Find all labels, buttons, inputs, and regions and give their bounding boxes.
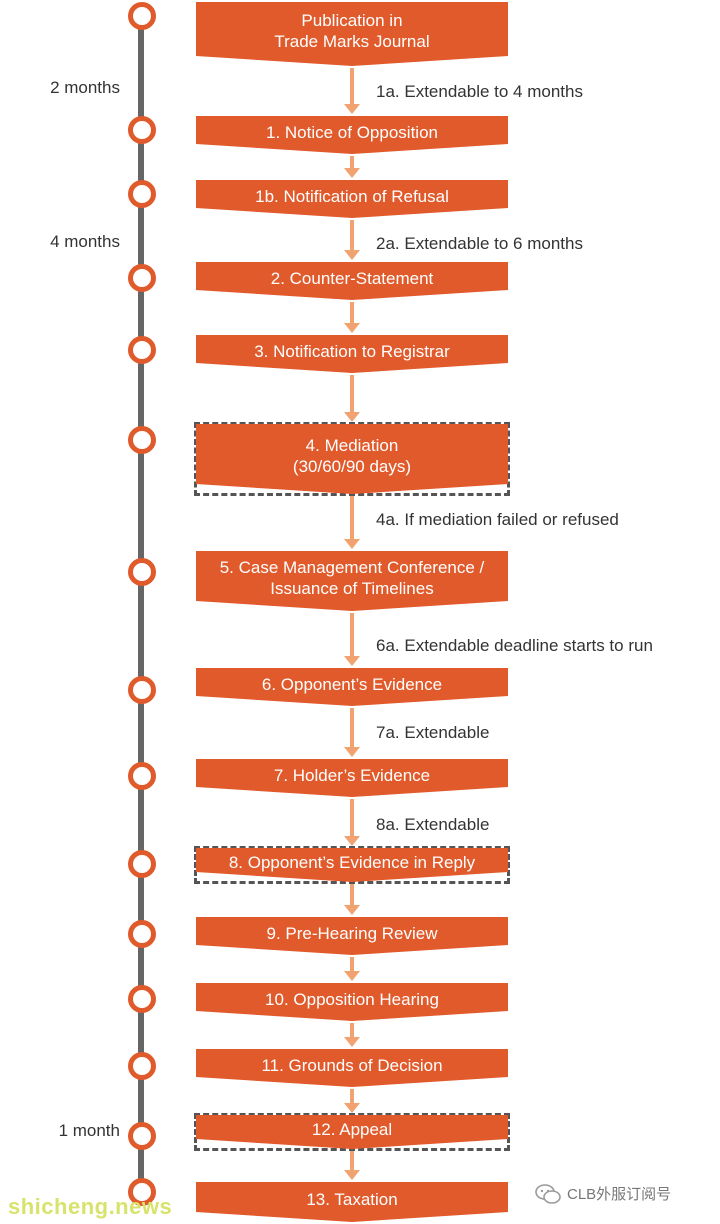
step-publication-label: Publication in Trade Marks Journal (274, 11, 430, 51)
timeline-node-opponents-evidence (128, 676, 156, 704)
step-taxation: 13. Taxation (196, 1182, 508, 1222)
flow-arrow (344, 1089, 360, 1113)
step-case-management-conference: 5. Case Management Conference / Issuance… (196, 551, 508, 611)
step-opposition-hearing: 10. Opposition Hearing (196, 983, 508, 1021)
arrow-note: 2a. Extendable to 6 months (376, 234, 583, 253)
step-case-management-conference-label: 5. Case Management Conference / Issuance… (219, 558, 485, 598)
step-notice-of-opposition-label: 1. Notice of Opposition (266, 122, 438, 142)
flow-arrow (344, 799, 360, 846)
step-notification-to-registrar: 3. Notification to Registrar (196, 335, 508, 373)
step-grounds-of-decision: 11. Grounds of Decision (196, 1049, 508, 1087)
step-opponents-evidence-in-reply-dashed-border (194, 846, 510, 884)
timeline-node-pre-hearing-review (128, 920, 156, 948)
flow-arrow (344, 884, 360, 915)
timeline-node-notice-of-opposition (128, 116, 156, 144)
step-mediation-dashed-border (194, 422, 510, 496)
timeline-node-notification-of-refusal (128, 180, 156, 208)
step-mediation: 4. Mediation (30/60/90 days) (196, 424, 508, 494)
step-opposition-hearing-label: 10. Opposition Hearing (265, 989, 439, 1009)
flow-arrow (344, 1023, 360, 1047)
step-holders-evidence: 7. Holder’s Evidence (196, 759, 508, 797)
flow-arrow (344, 957, 360, 981)
flow-arrow (344, 68, 360, 114)
duration-label: 4 months (50, 232, 120, 251)
step-notification-to-registrar-label: 3. Notification to Registrar (254, 341, 450, 361)
flow-arrow (344, 156, 360, 178)
timeline-node-grounds-of-decision (128, 1052, 156, 1080)
arrow-note: 4a. If mediation failed or refused (376, 510, 619, 529)
step-notification-of-refusal-label: 1b. Notification of Refusal (255, 186, 449, 206)
step-opponents-evidence-in-reply-label: 8. Opponent’s Evidence in Reply (228, 852, 476, 872)
step-holders-evidence-label: 7. Holder’s Evidence (273, 765, 431, 785)
timeline-line (138, 16, 144, 1196)
wechat-icon (535, 1183, 561, 1204)
timeline-node-holders-evidence (128, 762, 156, 790)
step-notification-of-refusal: 1b. Notification of Refusal (196, 180, 508, 218)
timeline-node-publication (128, 2, 156, 30)
timeline-node-counter-statement (128, 264, 156, 292)
step-publication: Publication in Trade Marks Journal (196, 2, 508, 66)
step-opponents-evidence: 6. Opponent’s Evidence (196, 668, 508, 706)
flow-arrow (344, 1151, 360, 1180)
arrow-note: 6a. Extendable deadline starts to run (376, 636, 653, 655)
watermark-right-label: CLB外服订阅号 (567, 1186, 672, 1203)
watermark-left: shicheng.news (8, 1194, 173, 1219)
arrow-note: 8a. Extendable (376, 815, 490, 834)
step-appeal-dashed-border (194, 1113, 510, 1151)
timeline-node-case-management-conference (128, 558, 156, 586)
step-mediation-label: 4. Mediation (30/60/90 days) (292, 436, 412, 476)
step-appeal-label: 12. Appeal (311, 1119, 393, 1139)
timeline-node-appeal (128, 1122, 156, 1150)
flow-arrow (344, 220, 360, 260)
step-counter-statement-label: 2. Counter-Statement (270, 268, 434, 288)
step-grounds-of-decision-label: 11. Grounds of Decision (261, 1055, 443, 1075)
timeline-node-mediation (128, 426, 156, 454)
step-pre-hearing-review-label: 9. Pre-Hearing Review (266, 923, 438, 943)
timeline-node-opposition-hearing (128, 985, 156, 1013)
step-notice-of-opposition: 1. Notice of Opposition (196, 116, 508, 154)
arrow-note: 1a. Extendable to 4 months (376, 82, 583, 101)
arrow-note: 7a. Extendable (376, 723, 490, 742)
step-taxation-label: 13. Taxation (306, 1189, 398, 1209)
flow-arrow (344, 302, 360, 333)
flow-arrow (344, 708, 360, 757)
step-counter-statement: 2. Counter-Statement (196, 262, 508, 300)
duration-label: 2 months (50, 78, 120, 97)
timeline-node-notification-to-registrar (128, 336, 156, 364)
timeline-node-taxation (128, 1178, 156, 1206)
watermark-right: CLB外服订阅号 (535, 1183, 671, 1204)
timeline-node-opponents-evidence-in-reply (128, 850, 156, 878)
flow-arrow (344, 375, 360, 422)
flow-arrow (344, 496, 360, 549)
step-opponents-evidence-label: 6. Opponent’s Evidence (261, 674, 443, 694)
step-pre-hearing-review: 9. Pre-Hearing Review (196, 917, 508, 955)
duration-label: 1 month (58, 1121, 120, 1140)
flow-arrow (344, 613, 360, 666)
